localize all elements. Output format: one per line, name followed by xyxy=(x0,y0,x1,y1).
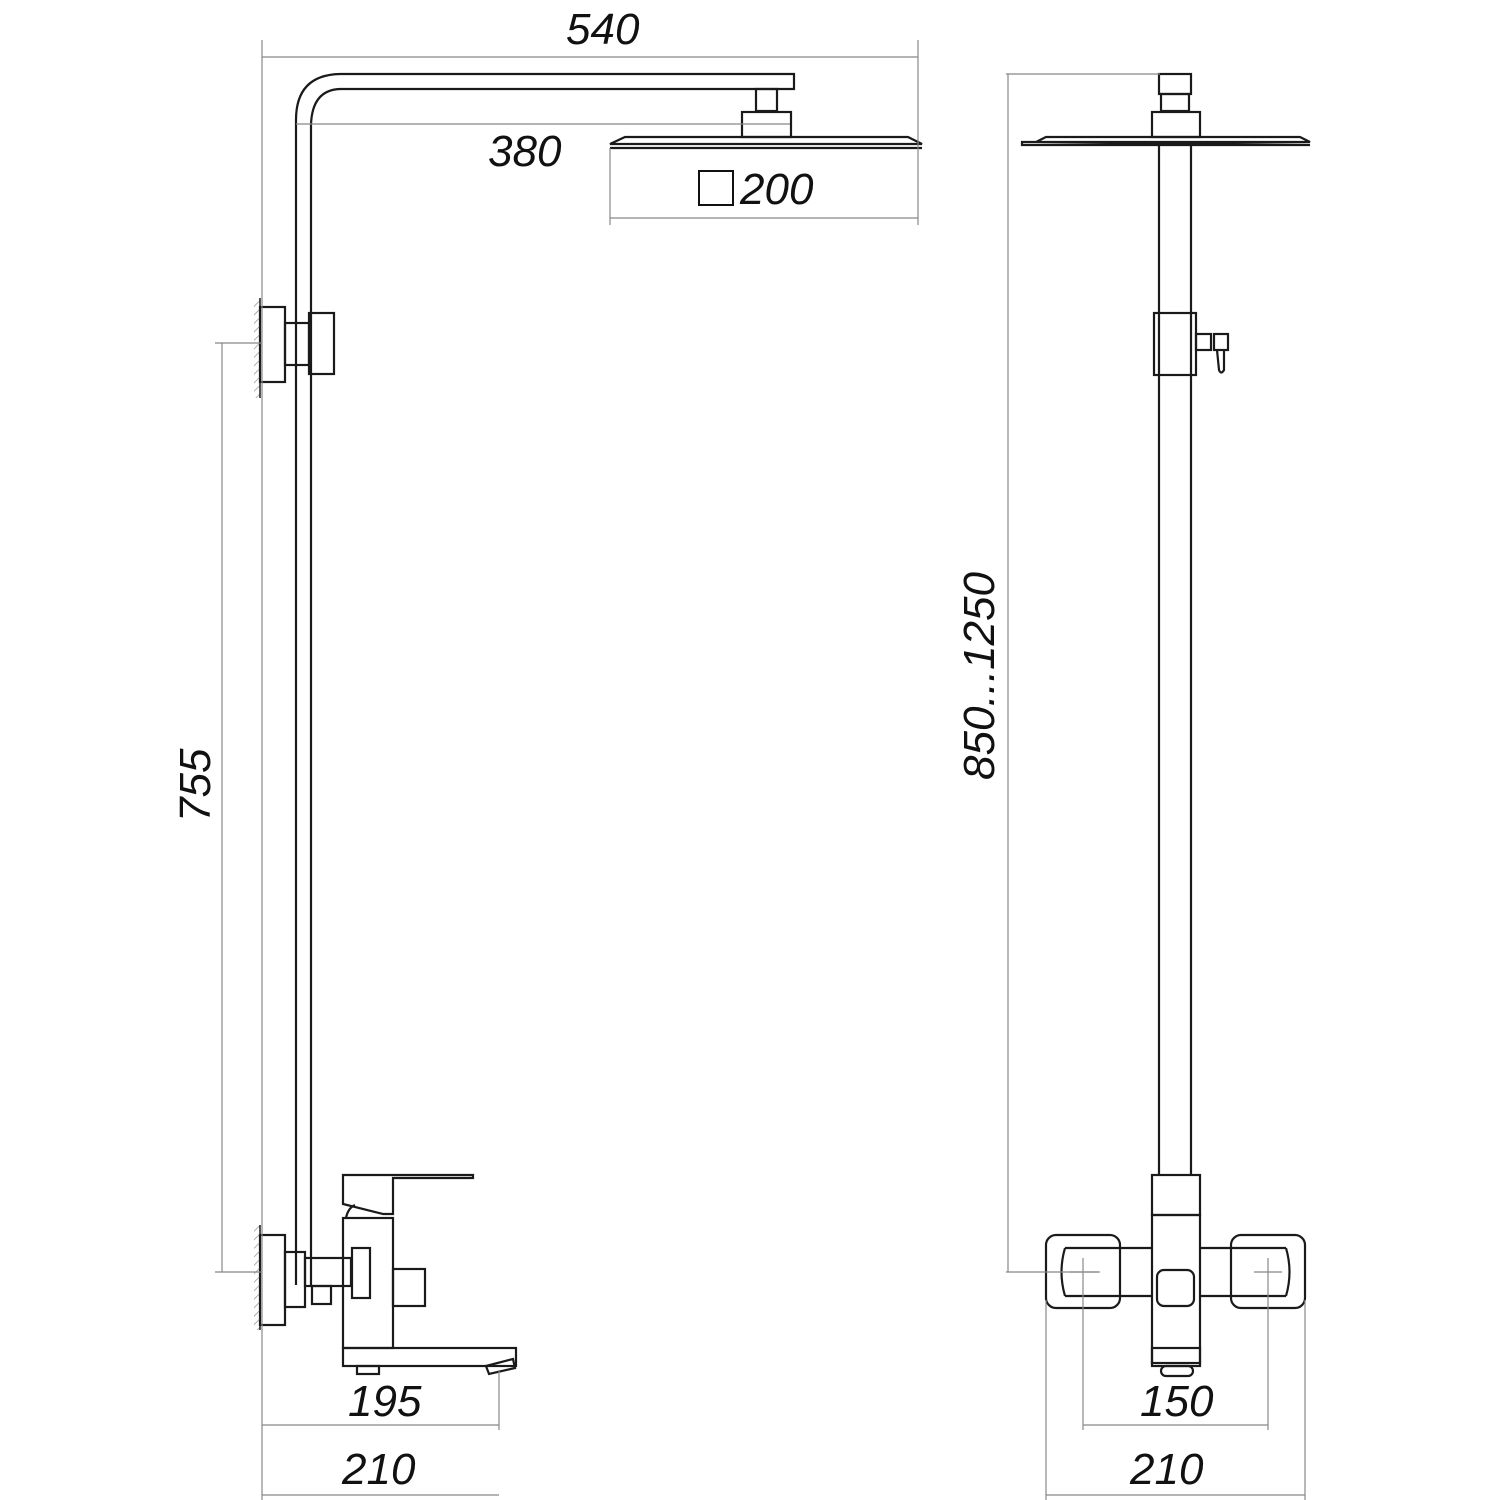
dimension-mixer-depth: 210 xyxy=(342,1445,416,1494)
spout-side xyxy=(341,1346,518,1368)
dimension-spout-reach: 195 xyxy=(348,1377,422,1426)
shower-head-front xyxy=(1020,135,1311,147)
dimension-overall-reach: 540 xyxy=(566,5,640,54)
dimension-head-size: 200 xyxy=(698,168,813,212)
lower-wall-flange xyxy=(258,1233,287,1327)
square-symbol-icon xyxy=(698,170,734,206)
front-dimension-lines xyxy=(1006,73,1306,1500)
dimension-height-range: 850...1250 xyxy=(955,572,1004,780)
side-view xyxy=(258,72,923,1376)
dimension-head-size-value: 200 xyxy=(740,165,814,214)
shower-head xyxy=(609,135,923,146)
diverter-knob-side xyxy=(350,1246,372,1300)
dimension-inlet-spacing: 150 xyxy=(1140,1377,1214,1426)
lever-handle-side xyxy=(341,1173,475,1216)
riser-arm-outer xyxy=(294,72,796,1285)
upper-slider xyxy=(307,311,336,376)
upper-wall-flange xyxy=(258,305,287,384)
dimension-arm-length: 380 xyxy=(488,127,562,176)
slider-front xyxy=(1152,311,1198,377)
dimension-mount-spacing: 755 xyxy=(171,748,220,822)
mixer-body-front xyxy=(1150,1213,1202,1365)
dimension-mixer-width: 210 xyxy=(1130,1445,1204,1494)
side-dimension-lines xyxy=(215,40,919,1500)
diverter-button xyxy=(1155,1268,1196,1308)
front-view xyxy=(1020,72,1311,1378)
